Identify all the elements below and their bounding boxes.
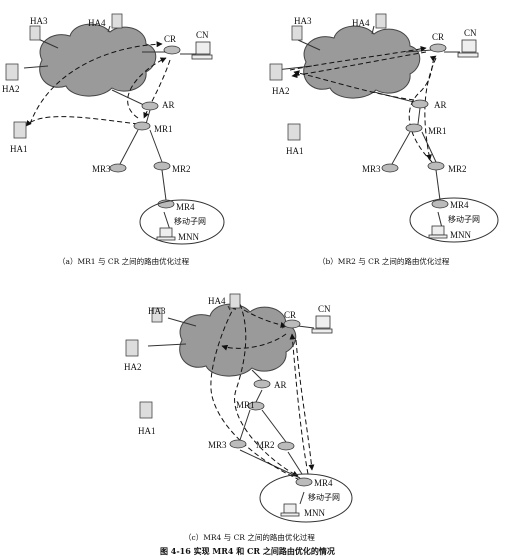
label-cr: CR [164, 34, 176, 44]
label-ha3: HA3 [294, 16, 312, 26]
label-subnet: 移动子网 [448, 214, 480, 224]
label-mr1: MR1 [154, 124, 173, 134]
router-icon [229, 439, 247, 449]
computer-icon [457, 39, 479, 58]
label-ha4: HA4 [352, 18, 370, 28]
server-icon [269, 13, 387, 141]
label-ar: AR [434, 100, 447, 110]
panel-c: HA2 HA1 HA3 HA4 CR CN AR MR1 MR3 MR2 MR4… [124, 293, 353, 542]
label-mr4: MR4 [314, 478, 333, 488]
router-icon [381, 163, 399, 173]
internet-cloud [39, 23, 157, 97]
internet-cloud [179, 303, 297, 377]
mobile-subnet-ellipse [139, 199, 225, 245]
caption-c: （c）MR4 与 CR 之间的路由优化过程 [184, 532, 315, 542]
router-icon [429, 43, 447, 53]
panel-b: HA2 HA1 HA3 HA4 CR CN AR MR1 MR3 MR2 MR4… [269, 13, 499, 266]
mobile-subnet-ellipse [409, 197, 499, 243]
label-ha2: HA2 [124, 362, 142, 372]
label-ha4: HA4 [208, 296, 226, 306]
caption-b: （b）MR2 与 CR 之间的路由优化过程 [318, 256, 450, 266]
router-icon [153, 161, 171, 171]
router-icon [253, 379, 271, 389]
label-mr2: MR2 [448, 164, 467, 174]
laptop-icon [428, 225, 448, 239]
server-icon [125, 293, 241, 419]
label-ha1: HA1 [138, 426, 156, 436]
internet-cloud [303, 25, 421, 99]
server-icon [5, 13, 123, 139]
label-cr: CR [284, 310, 296, 320]
label-cn: CN [196, 30, 209, 40]
label-mr1: MR1 [236, 400, 255, 410]
router-icon [411, 99, 429, 109]
caption-a: （a）MR1 与 CR 之间的路由优化过程 [58, 256, 190, 266]
label-mnn: MNN [178, 232, 200, 242]
mobile-subnet-ellipse [259, 473, 353, 523]
label-ha2: HA2 [272, 86, 290, 96]
label-mr3: MR3 [208, 440, 227, 450]
computer-icon [191, 41, 213, 60]
label-mr3: MR3 [92, 164, 111, 174]
figure-caption: 图 4-16 实现 MR4 和 CR 之间路由优化的情况 [160, 546, 335, 556]
router-icon [405, 123, 423, 133]
label-ar: AR [274, 380, 287, 390]
router-icon [141, 101, 159, 111]
label-mr4: MR4 [450, 200, 469, 210]
label-mr2: MR2 [256, 440, 275, 450]
label-mr3: MR3 [362, 164, 381, 174]
router-icon [163, 45, 181, 55]
label-mr2: MR2 [172, 164, 191, 174]
label-mnn: MNN [304, 508, 326, 518]
router-icon [133, 121, 151, 131]
label-mr4: MR4 [176, 202, 195, 212]
label-ha3: HA3 [30, 16, 48, 26]
router-icon [277, 441, 295, 451]
computer-icon [311, 315, 333, 334]
router-icon [431, 199, 449, 209]
router-icon [109, 163, 127, 173]
router-icon [427, 161, 445, 171]
router-icon [295, 477, 313, 487]
label-mnn: MNN [450, 230, 472, 240]
laptop-icon [280, 503, 300, 517]
label-subnet: 移动子网 [308, 492, 340, 502]
label-cr: CR [432, 32, 444, 42]
label-ha2: HA2 [2, 84, 20, 94]
label-ar: AR [162, 100, 175, 110]
label-subnet: 移动子网 [174, 216, 206, 226]
label-ha3: HA3 [148, 306, 166, 316]
label-ha1: HA1 [10, 144, 28, 154]
laptop-icon [156, 227, 176, 241]
label-ha1: HA1 [286, 146, 304, 156]
label-ha4: HA4 [88, 18, 106, 28]
label-cn: CN [464, 28, 477, 38]
label-cn: CN [318, 304, 331, 314]
panel-a: HA2 HA1 HA3 HA4 CR CN AR MR1 MR3 MR2 MR4… [2, 13, 225, 266]
router-icon [283, 319, 301, 329]
label-mr1: MR1 [428, 126, 447, 136]
router-icon [247, 401, 265, 411]
